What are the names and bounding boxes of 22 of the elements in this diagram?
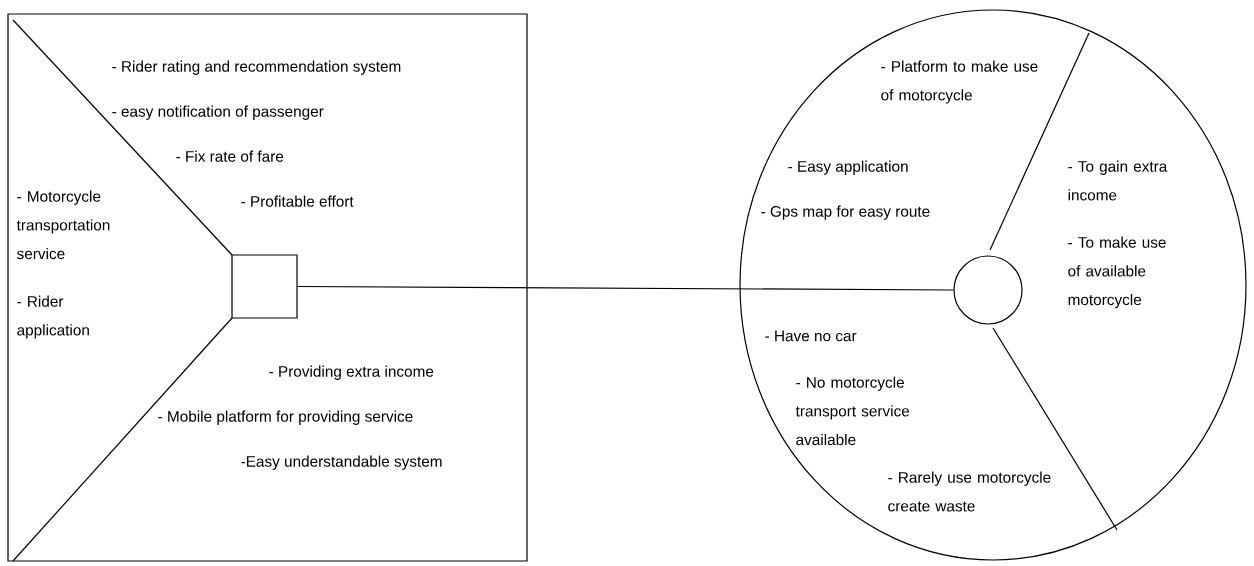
item-text: - easy notification of passenger	[112, 105, 324, 120]
item-text: - To gain extra income	[1068, 160, 1168, 201]
item-text: -Easy understandable system	[241, 455, 442, 470]
profile-circle	[739, 9, 1247, 561]
item-text: - Mobile platform for providing service	[158, 410, 413, 425]
item-text: - To make use of available motorcycle	[1068, 236, 1166, 309]
item-text: - Profitable effort	[241, 195, 354, 207]
item-text: - Motorcycle transportation service	[16, 190, 110, 260]
item-text: - Have no car	[765, 330, 857, 342]
center-circle	[953, 255, 1023, 325]
item-text: - Rarely use motorcycle create waste	[888, 471, 1051, 512]
product-square	[231, 254, 298, 319]
item-text: - Gps map for easy route	[761, 205, 930, 220]
canvas-square	[7, 13, 528, 562]
item-text: - Rider application	[17, 295, 89, 339]
item-text: - Rider rating and recommendation system	[112, 60, 401, 75]
item-text: - Fix rate of fare	[176, 150, 284, 162]
item-text: - Platform to make use of motorcycle	[881, 60, 1038, 104]
item-text: - Easy application	[788, 160, 908, 175]
connector-line	[297, 285, 954, 291]
item-text: - Providing extra income	[269, 365, 434, 380]
item-text: - No motorcycle transport service available	[795, 376, 910, 446]
